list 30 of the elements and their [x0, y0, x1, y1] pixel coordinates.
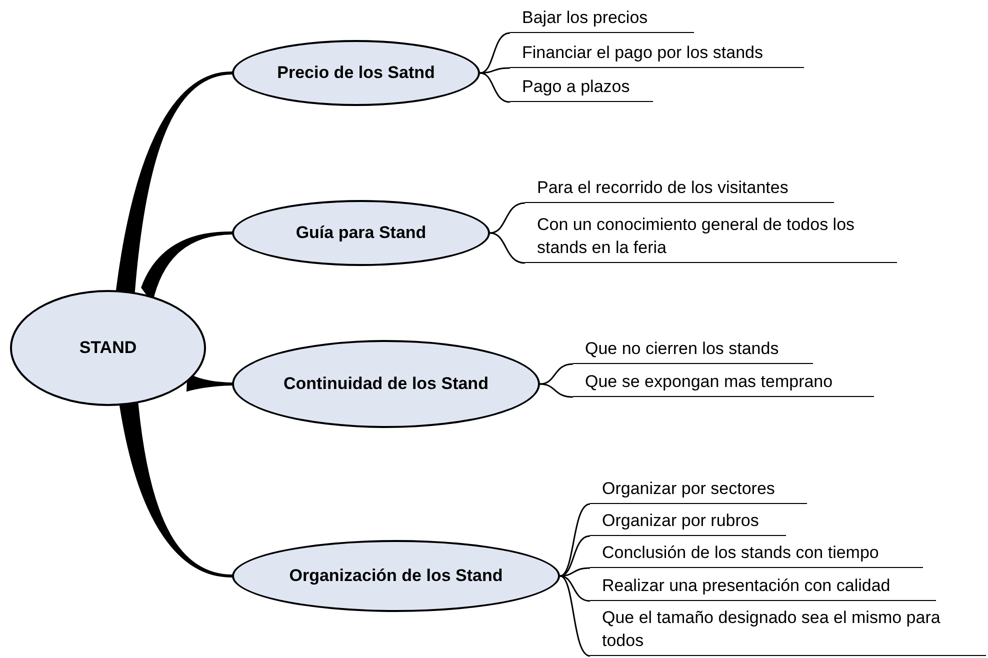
- topic-ellipse: STAND: [10, 290, 206, 406]
- connector-line: [480, 67, 510, 74]
- connector-line: [540, 363, 574, 385]
- subtopic-text: Con un conocimiento general de todos los stands en la feria: [525, 209, 897, 263]
- subtopic-text: Financiar el pago por los stands: [510, 38, 804, 68]
- subtopic-text: Realizar una presentación con calidad: [590, 571, 936, 601]
- subtopic-text: Conclusión de los stands con tiempo: [590, 538, 923, 568]
- subtopic-text: Que el tamaño designado sea el mismo para todos: [590, 602, 986, 656]
- topic-ellipse: Organización de los Stand: [232, 540, 560, 612]
- connector-line: [560, 535, 590, 577]
- subtopic-text: Pago a plazos: [510, 72, 653, 102]
- topic-ellipse: Guía para Stand: [232, 200, 490, 266]
- connector-line: [560, 503, 590, 577]
- subtopic-text: Organizar por sectores: [590, 474, 807, 504]
- connector-line: [560, 575, 590, 602]
- subtopic-text: Para el recorrido de los visitantes: [525, 173, 834, 203]
- topic-ellipse: Precio de los Satnd: [232, 40, 480, 106]
- tapered-branch: [116, 72, 232, 292]
- subtopic-text: Que se expongan mas temprano: [573, 367, 874, 397]
- subtopic-text: Bajar los precios: [510, 3, 694, 33]
- connector-line: [490, 202, 526, 234]
- topic-ellipse: Continuidad de los Stand: [232, 340, 540, 428]
- connector-line: [540, 383, 574, 398]
- connector-line: [490, 232, 526, 264]
- subtopic-text: Organizar por rubros: [590, 506, 786, 536]
- tapered-branch: [120, 403, 232, 578]
- connector-line: [560, 575, 590, 657]
- connector-line: [480, 32, 510, 74]
- subtopic-text: Que no cierren los stands: [573, 334, 813, 364]
- connector-line: [480, 72, 510, 103]
